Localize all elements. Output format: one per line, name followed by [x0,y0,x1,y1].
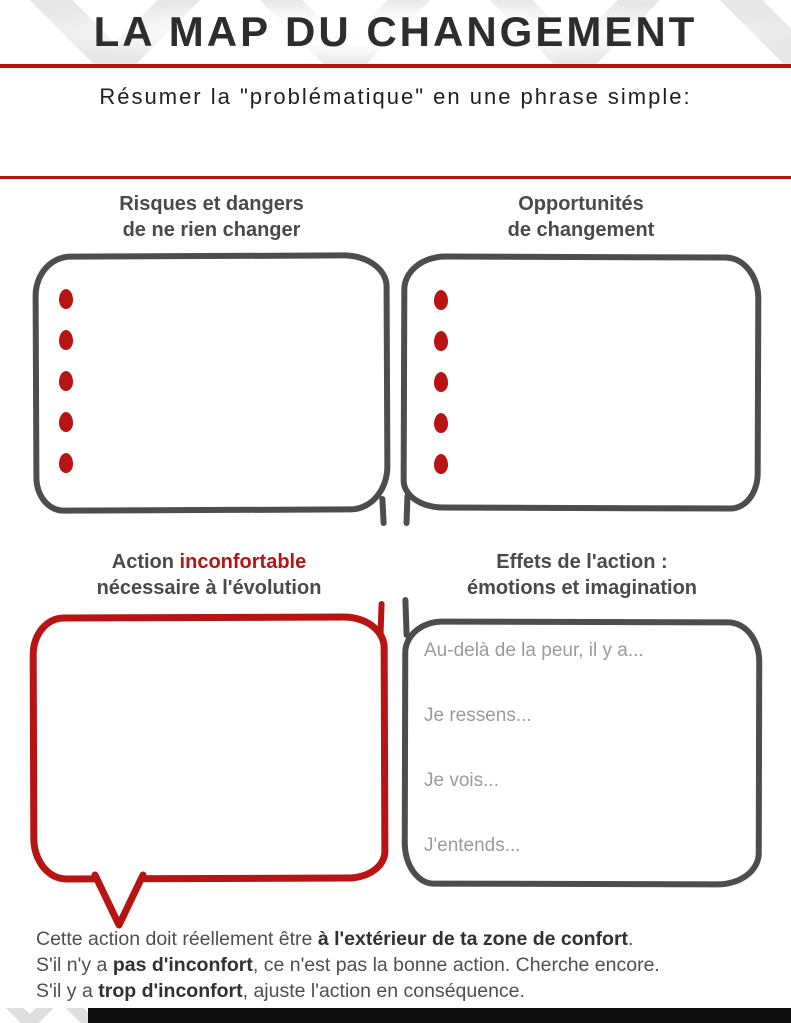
heading-effects: Effets de l'action : émotions et imagina… [402,549,762,601]
footer-line1-suffix: . [628,928,634,950]
bullet-dot [434,331,448,351]
bullet-dot [434,290,448,310]
bullet-list-risks [59,289,73,473]
heading-action: Action inconfortable nécessaire à l'évol… [30,549,388,601]
box-action [29,613,389,883]
bullet-dot [434,372,448,392]
page-title: LA MAP DU CHANGEMENT [93,8,698,55]
footer-line-3: S'il y a trop d'inconfort, ajuste l'acti… [36,978,766,1004]
sketch-stroke-mark [402,596,410,639]
effects-prompts: Au-delà de la peur, il y a... Je ressens… [424,641,644,855]
footer-line2-bold: pas d'inconfort [112,954,253,976]
prompt-i-hear: J'entends... [424,835,521,856]
heading-effects-line2: émotions et imagination [466,577,698,599]
heading-risks: Risques et dangers de ne rien changer [33,191,390,243]
sketch-stroke-mark [379,495,387,527]
bullet-dot [59,289,73,309]
footer-line2-suffix: , ce n'est pas la bonne action. Cherche … [252,954,660,976]
bullet-dot [59,453,73,473]
heading-risks-line2: de ne rien changer [122,219,301,241]
bullet-dot [434,413,448,433]
bottom-pattern-strip [0,1008,791,1023]
heading-opportunities-line1: Opportunités [518,193,644,215]
heading-action-prefix: Action [111,551,180,573]
bottom-black-bar [88,1008,791,1023]
sketch-stroke-mark [403,492,411,527]
prompt-i-see: Je vois... [424,770,499,791]
footer-line-2: S'il n'y a pas d'inconfort, ce n'est pas… [36,952,766,978]
bullet-list-opportunities [434,290,448,474]
prompt-beyond-fear: Au-delà de la peur, il y a... [424,640,644,661]
heading-effects-line1: Effets de l'action : [496,551,668,573]
header-divider [0,64,791,68]
heading-opportunities: Opportunités de changement [401,191,761,243]
heading-action-highlight: inconfortable [179,551,307,573]
footer-line1-bold: à l'extérieur de ta zone de confort [317,928,629,950]
bullet-dot [59,371,73,391]
footer-line2-text: S'il n'y a [36,954,113,976]
box-risks [32,252,391,514]
subtitle: Résumer la "problématique" en une phrase… [99,84,692,109]
heading-risks-line1: Risques et dangers [119,193,304,215]
footer-line-1: Cette action doit réellement être à l'ex… [36,926,766,952]
speech-bubble-tail [91,871,147,929]
footer-line3-text: S'il y a [36,980,99,1002]
answer-writing-line [0,176,791,179]
bullet-dot [59,412,73,432]
prompt-i-feel: Je ressens... [424,705,532,726]
header-banner: LA MAP DU CHANGEMENT [0,0,791,64]
footer-line3-bold: trop d'inconfort [98,980,243,1002]
footer-note: Cette action doit réellement être à l'ex… [36,926,766,1004]
heading-action-line2: nécessaire à l'évolution [96,577,322,599]
heading-opportunities-line2: de changement [507,219,655,241]
bullet-dot [59,330,73,350]
footer-line1-text: Cette action doit réellement être [36,928,318,950]
box-opportunities [400,253,762,512]
bullet-dot [434,454,448,474]
footer-line3-suffix: , ajuste l'action en conséquence. [242,980,525,1002]
